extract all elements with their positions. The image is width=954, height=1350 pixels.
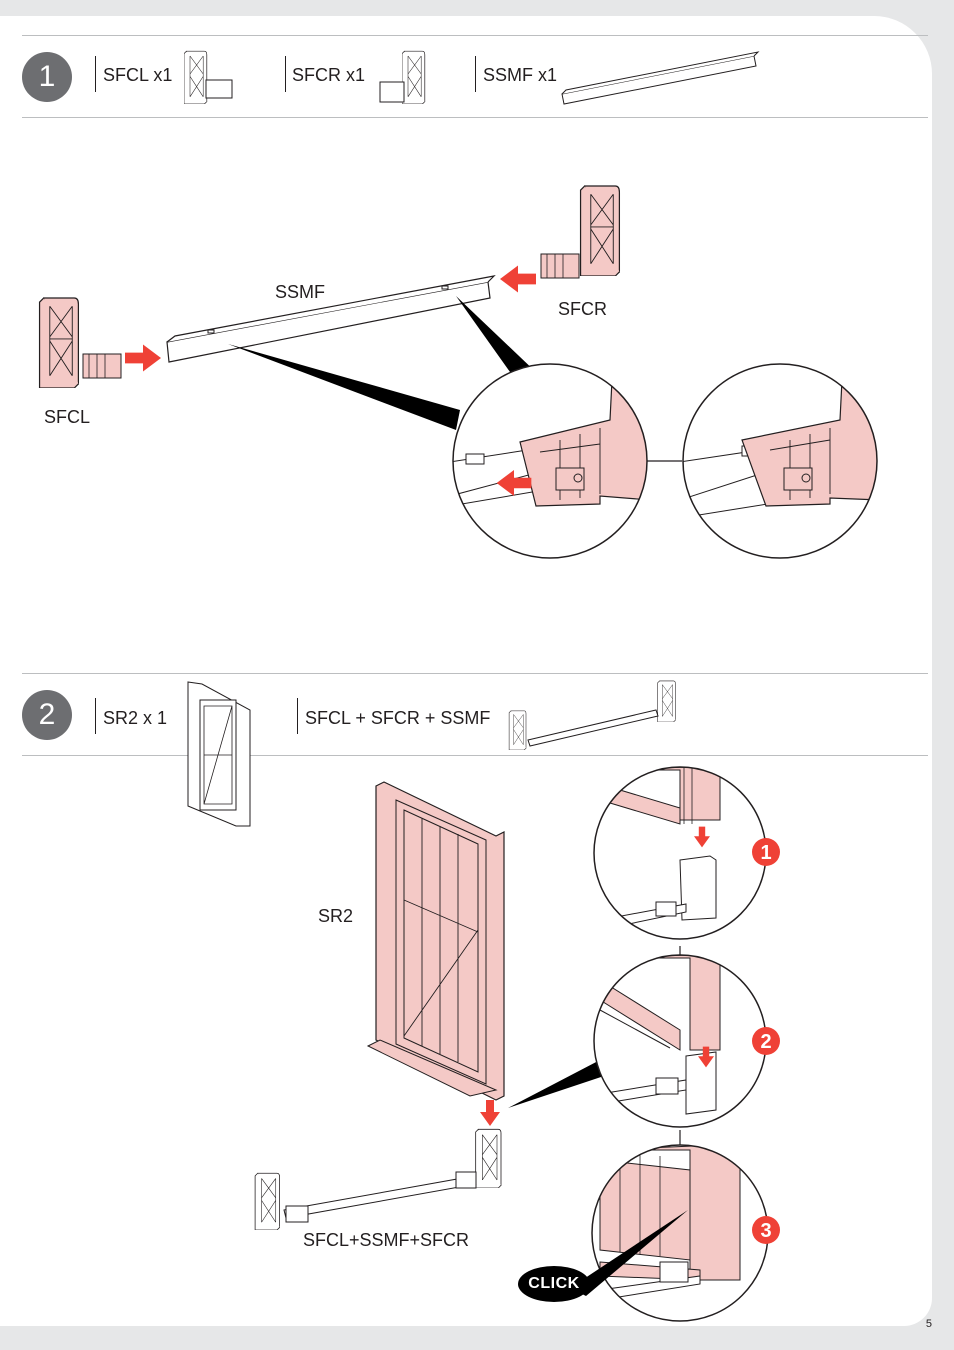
- step2-bottom-rule: [22, 755, 928, 756]
- part-sfcr-qty: SFCR x1: [292, 65, 366, 85]
- sfcr-bracket-icon: [379, 50, 426, 104]
- sfcr-bracket: [540, 185, 621, 279]
- step1-top-rule: [22, 35, 928, 36]
- sfcl-bracket: [38, 297, 122, 388]
- instruction-page: [0, 16, 932, 1326]
- detail-circle-before: [452, 363, 648, 559]
- part-assembly-qty: SFCL + SFCR + SSMF: [305, 708, 491, 728]
- sr2-door-icon: [187, 681, 251, 827]
- svg-text:3: 3: [760, 1220, 771, 1242]
- callout-2: 2: [752, 1027, 780, 1055]
- callout-3: 3: [752, 1216, 780, 1244]
- step1-number: 1: [22, 52, 72, 102]
- zoom-pointer: [456, 296, 540, 376]
- label-sfcr: SFCR: [558, 299, 607, 319]
- divider: [95, 698, 96, 734]
- rail-assembly-icon: [508, 680, 676, 750]
- label-sfcl: SFCL: [44, 407, 91, 427]
- page-number: 5: [925, 1318, 932, 1330]
- divider: [475, 56, 476, 92]
- insert-arrow-right: [500, 265, 536, 293]
- detail-circle-3: [591, 1144, 769, 1322]
- click-pointer: [570, 1210, 688, 1296]
- detail-circle-1: [593, 766, 767, 940]
- label-assembly: SFCL+SSMF+SFCR: [303, 1230, 470, 1250]
- down-arrow: [480, 1100, 500, 1126]
- divider: [95, 56, 96, 92]
- svg-text:1: 1: [760, 842, 771, 864]
- step2-top-rule: [22, 673, 928, 674]
- label-ssmf: SSMF: [275, 282, 326, 302]
- insert-arrow-left: [125, 344, 161, 372]
- zoom-pointer: [228, 344, 460, 430]
- rail-assembly: [254, 1128, 502, 1230]
- detail-circle-after: [682, 363, 878, 559]
- step1-bottom-rule: [22, 117, 928, 118]
- divider: [285, 56, 286, 92]
- part-sr2-qty: SR2 x 1: [103, 708, 168, 728]
- zoom-pointer: [508, 1060, 604, 1108]
- sr2-door-panel: [366, 781, 505, 1101]
- label-sr2: SR2: [318, 906, 354, 926]
- step2-number: 2: [22, 690, 72, 740]
- part-ssmf-qty: SSMF x1: [483, 65, 558, 85]
- divider: [297, 698, 298, 734]
- sfcl-bracket-icon: [184, 50, 233, 104]
- callout-1: 1: [752, 838, 780, 866]
- svg-text:2: 2: [760, 1031, 771, 1053]
- ssmf-rail: [166, 275, 496, 363]
- ssmf-rail-icon: [561, 51, 760, 105]
- click-badge: CLICK: [518, 1266, 590, 1302]
- part-sfcl-qty: SFCL x1: [103, 65, 173, 85]
- detail-circle-2: [593, 954, 767, 1128]
